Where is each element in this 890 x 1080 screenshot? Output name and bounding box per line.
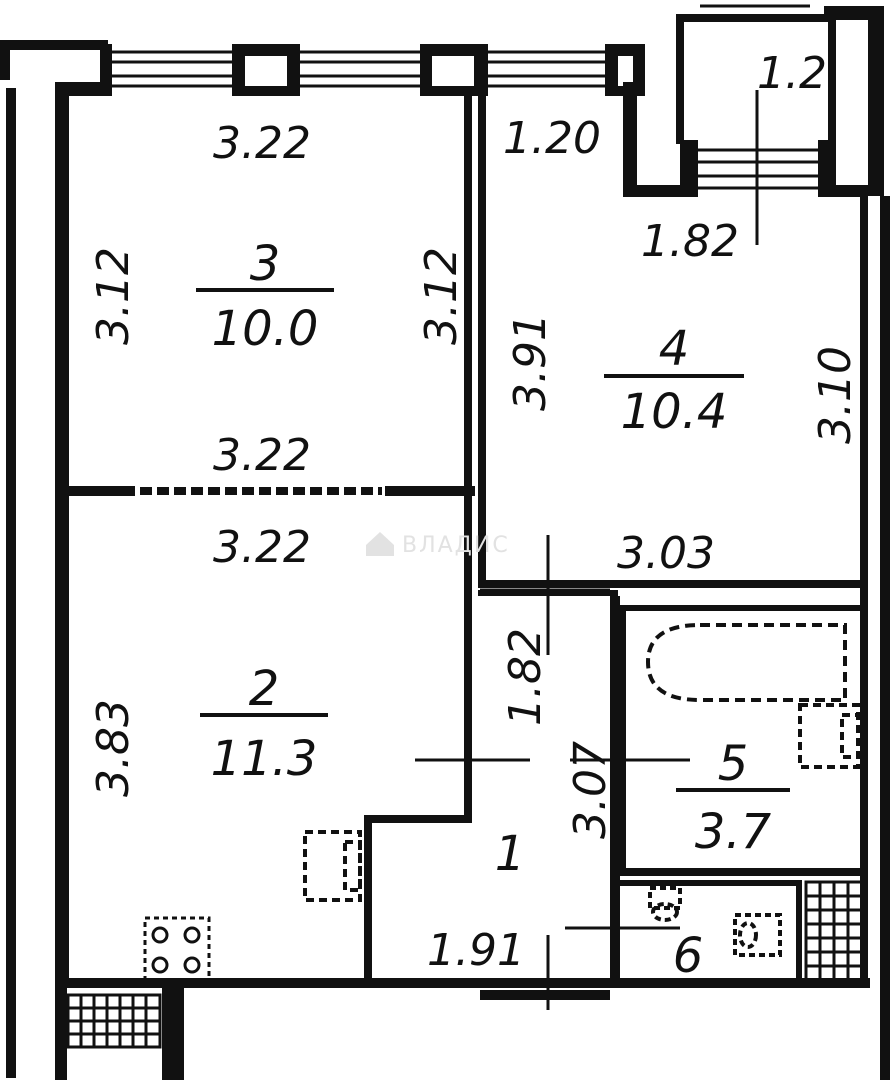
dim-room2-left: 3.83	[88, 699, 139, 797]
watermark: ВЛАДИС	[366, 532, 510, 558]
washbasin-icon	[798, 703, 860, 769]
room-3-number: 3	[250, 236, 281, 292]
dim-room2-top: 3.22	[213, 522, 311, 573]
walls	[0, 6, 890, 1080]
dim-hall-width: 1.82	[500, 628, 551, 726]
bathtub-icon	[645, 623, 847, 702]
dim-room4-left: 3.91	[505, 313, 556, 411]
dim-room4-sub: 1.82	[641, 216, 739, 267]
room-1-number: 1	[495, 826, 526, 882]
dim-room3-top: 3.22	[213, 118, 311, 169]
room-3-area: 10.0	[212, 301, 319, 357]
dim-room3-right: 3.12	[416, 247, 467, 345]
toilet-icon	[648, 886, 782, 957]
dim-balcony-top: 1.2	[757, 48, 827, 99]
room-4-number: 4	[659, 321, 690, 377]
dim-room4-top: 1.20	[503, 113, 601, 164]
dim-hall-height: 3.07	[565, 741, 616, 839]
dim-room4-bottom: 3.03	[617, 528, 715, 579]
dim-hall-bottom: 1.91	[427, 925, 525, 976]
house-icon	[366, 532, 394, 556]
room-6-number: 6	[673, 928, 704, 984]
room-5-number: 5	[718, 736, 749, 792]
room-2-number: 2	[249, 661, 280, 717]
room-2-area: 11.3	[211, 731, 318, 787]
dim-room4-right: 3.10	[810, 346, 861, 444]
room-4-area: 10.4	[621, 384, 728, 440]
dimension-lines	[415, 90, 759, 1010]
watermark-text: ВЛАДИС	[402, 533, 510, 558]
dim-room3-left: 3.12	[88, 247, 139, 345]
dim-room3-bottom: 3.22	[213, 430, 311, 481]
stove-icon	[143, 916, 211, 982]
area-fraction-bars	[196, 288, 790, 792]
ventilation-grid-icon	[804, 880, 864, 984]
room-5-area: 3.7	[695, 804, 772, 860]
ventilation-grid-icon	[66, 993, 162, 1049]
sink-icon	[303, 830, 362, 902]
